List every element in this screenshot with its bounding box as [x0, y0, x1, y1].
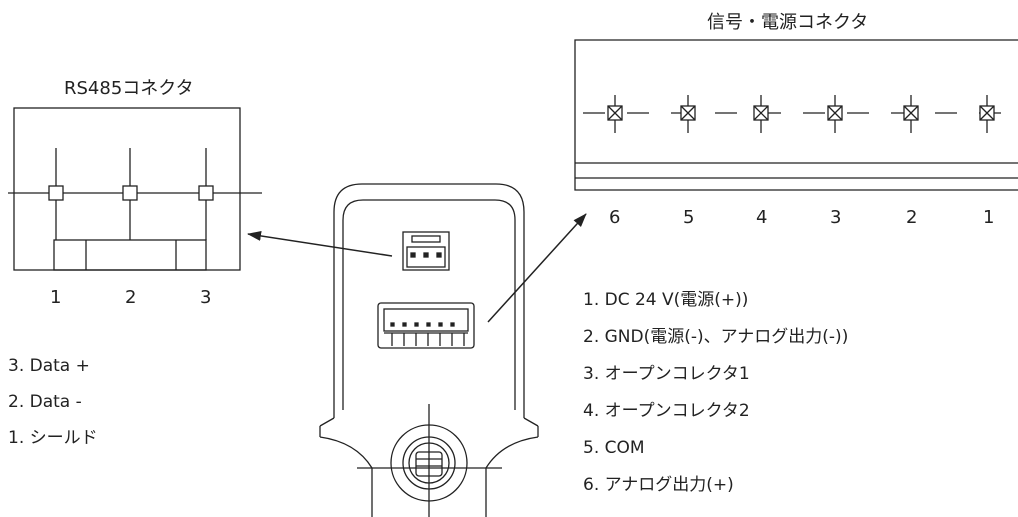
signal-legend-item: 2. GND(電源(-)、アナログ出力(-)): [583, 327, 849, 347]
device-signal-port: [377, 302, 475, 349]
terminal-1: [979, 95, 995, 133]
rs485-leader-arrow: [247, 231, 393, 257]
signal-connector-title: 信号・電源コネクタ: [707, 12, 869, 33]
rs485-pin-number: 2: [125, 287, 137, 308]
signal-legend-item: 4. オープンコレクタ2: [583, 401, 750, 421]
rs485-pin-number: 1: [50, 287, 62, 308]
signal-legend-item: 6. アナログ出力(+): [583, 475, 734, 495]
signal-leader-arrow: [487, 213, 587, 323]
signal-terminals: [607, 95, 995, 133]
device-body-drawing: [319, 183, 539, 517]
signal-pin-number: 4: [756, 207, 768, 228]
signal-pin-number: 2: [906, 207, 918, 228]
terminal-3: [827, 95, 843, 133]
rs485-pin-number: 3: [200, 287, 212, 308]
rs485-legend-item: 3. Data +: [8, 356, 90, 376]
signal-pin-number: 1: [983, 207, 995, 228]
signal-legend-item: 5. COM: [583, 438, 645, 458]
rs485-legend-item: 1. シールド: [8, 428, 98, 448]
device-rs485-port: [402, 231, 450, 271]
signal-pin-number: 3: [830, 207, 842, 228]
signal-legend-item: 3. オープンコレクタ1: [583, 364, 750, 384]
rs485-connector-title: RS485コネクタ: [64, 78, 194, 99]
terminal-4: [753, 95, 769, 133]
rs485-connector-drawing: [8, 107, 262, 271]
signal-pin-number: 6: [609, 207, 621, 228]
signal-pin-number: 5: [683, 207, 695, 228]
terminal-5: [680, 95, 696, 133]
rs485-legend-item: 2. Data -: [8, 392, 82, 412]
terminal-6: [607, 95, 623, 133]
signal-connector-drawing: [574, 39, 1018, 191]
terminal-2: [903, 95, 919, 133]
signal-legend-item: 1. DC 24 V(電源(+)): [583, 290, 749, 310]
